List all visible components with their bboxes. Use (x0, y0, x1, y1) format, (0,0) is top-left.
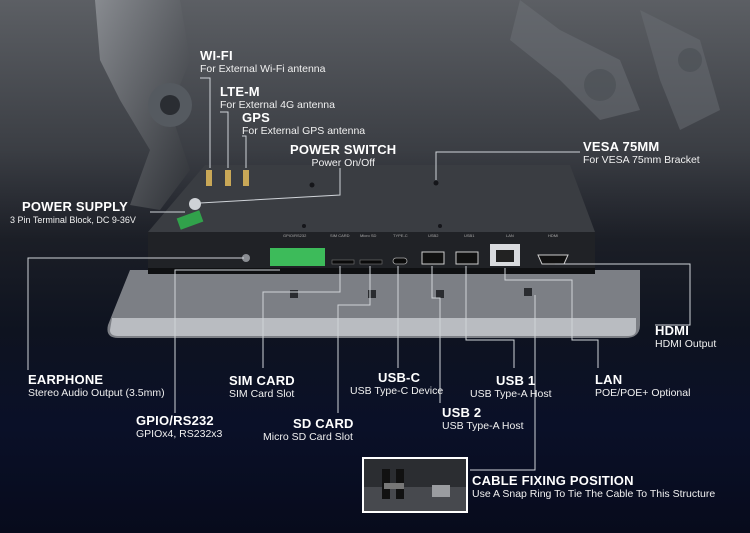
callout-subtitle: For VESA 75mm Bracket (583, 154, 700, 166)
callout-subtitle: Micro SD Card Slot (263, 431, 353, 443)
callout-cable-fixing: CABLE FIXING POSITION Use A Snap Ring To… (472, 473, 715, 501)
port-label-sd: Micro SD (360, 233, 377, 238)
callout-subtitle: USB Type-C Device (350, 385, 444, 397)
callout-earphone: EARPHONE Stereo Audio Output (3.5mm) (28, 372, 165, 400)
callout-usb1: USB 1 USB Type-A Host (470, 373, 552, 401)
callout-title: HDMI (655, 323, 690, 338)
callout-title: USB 1 (496, 373, 536, 388)
callout-subtitle: For External 4G antenna (220, 99, 335, 111)
callout-title: WI-FI (200, 48, 233, 63)
callout-title: LTE-M (220, 84, 260, 99)
callout-sim-card: SIM CARD SIM Card Slot (229, 373, 295, 401)
callout-sd-card: SD CARD Micro SD Card Slot (263, 416, 354, 444)
callout-subtitle: Use A Snap Ring To Tie The Cable To This… (472, 488, 716, 500)
callout-title: VESA 75MM (583, 139, 660, 154)
callout-title: LAN (595, 372, 623, 387)
callout-subtitle: POE/POE+ Optional (595, 387, 691, 399)
cable-fixing-inset-photo (362, 457, 468, 513)
background-factory-image (95, 0, 720, 210)
port-label-lan: LAN (506, 233, 514, 238)
callout-subtitle: 3 Pin Terminal Block, DC 9-36V (10, 215, 136, 225)
callout-subtitle: For External Wi-Fi antenna (200, 63, 326, 75)
callout-title: SD CARD (293, 416, 354, 431)
callout-power-switch: POWER SWITCH Power On/Off (290, 142, 396, 170)
callout-gps: GPS For External GPS antenna (242, 110, 365, 138)
port-label-usb2: USB2 (428, 233, 439, 238)
callout-title: GPIO/RS232 (136, 413, 214, 428)
callout-subtitle: Power On/Off (311, 157, 375, 169)
callout-subtitle: SIM Card Slot (229, 388, 295, 400)
callout-title: USB-C (378, 370, 421, 385)
port-label-hdmi: HDMI (548, 233, 559, 238)
callout-lte: LTE-M For External 4G antenna (220, 84, 335, 112)
callout-vesa: VESA 75MM For VESA 75mm Bracket (583, 139, 700, 167)
callout-gpio: GPIO/RS232 GPIOx4, RS232x3 (136, 413, 222, 441)
callout-title: EARPHONE (28, 372, 104, 387)
callout-subtitle: HDMI Output (655, 338, 717, 350)
callout-title: USB 2 (442, 405, 482, 420)
callout-usb-c: USB-C USB Type-C Device (350, 370, 443, 398)
callout-subtitle: USB Type-A Host (442, 420, 524, 432)
port-label-sim: SIM CARD (330, 233, 350, 238)
callout-title: POWER SUPPLY (22, 199, 128, 214)
callout-subtitle: Stereo Audio Output (3.5mm) (28, 387, 165, 399)
callout-lan: LAN POE/POE+ Optional (595, 372, 690, 400)
callout-wifi: WI-FI For External Wi-Fi antenna (200, 48, 325, 76)
callout-title: SIM CARD (229, 373, 295, 388)
callout-subtitle: For External GPS antenna (242, 125, 366, 137)
callout-hdmi: HDMI HDMI Output (655, 323, 716, 351)
callout-usb2: USB 2 USB Type-A Host (442, 405, 524, 433)
port-label-typec: TYPE-C (393, 233, 408, 238)
callout-power-supply: POWER SUPPLY 3 Pin Terminal Block, DC 9-… (10, 199, 136, 227)
callout-subtitle: GPIOx4, RS232x3 (136, 428, 223, 440)
port-label-gpio: GPIO/RS232 (283, 233, 307, 238)
port-label-usb1: USB1 (464, 233, 475, 238)
callout-title: CABLE FIXING POSITION (472, 473, 634, 488)
callout-title: GPS (242, 110, 271, 125)
callout-subtitle: USB Type-A Host (470, 388, 552, 400)
callout-title: POWER SWITCH (290, 142, 397, 157)
